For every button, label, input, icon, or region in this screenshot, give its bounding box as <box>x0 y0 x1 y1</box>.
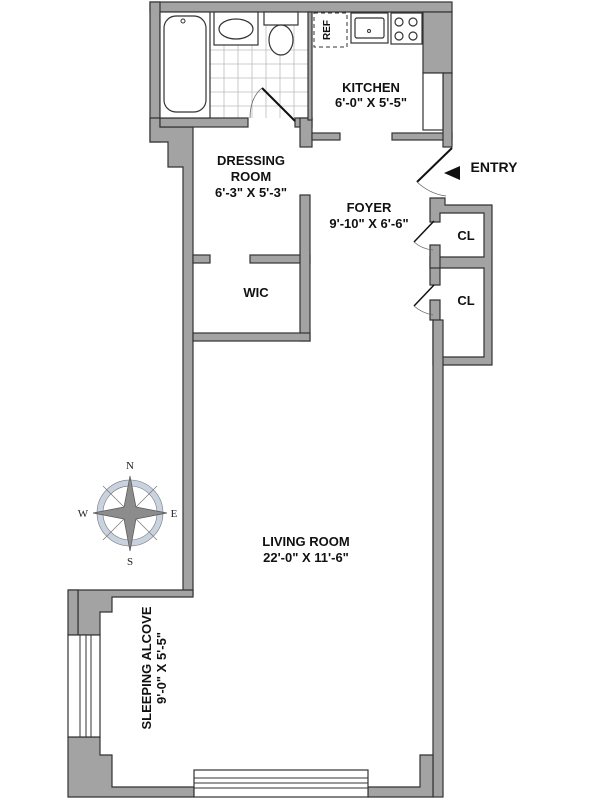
compass-n-label: N <box>126 460 134 472</box>
dressing-room-label-2: ROOM <box>231 169 271 184</box>
foyer-label: FOYER <box>347 200 392 215</box>
entry-label: ENTRY <box>471 159 519 175</box>
window-bottom <box>193 769 369 798</box>
refrigerator: REF <box>313 12 348 48</box>
compass-w-label: W <box>78 508 89 520</box>
compass-s-label: S <box>127 556 133 568</box>
compass-rose-icon: N E S W <box>78 460 178 568</box>
kitchen-label: KITCHEN <box>342 80 400 95</box>
kitchen-dims: 6'-0" X 5'-5" <box>335 95 407 110</box>
living-room-label: LIVING ROOM <box>262 534 349 549</box>
dressing-room-label: DRESSING <box>217 153 285 168</box>
closet-door-1[interactable] <box>413 220 435 251</box>
ref-label: REF <box>322 20 333 40</box>
sleeping-alcove-label: SLEEPING ALCOVE <box>139 606 154 729</box>
closet-1-label: CL <box>457 228 474 243</box>
wic-label: WIC <box>243 285 269 300</box>
walls <box>67 1 493 798</box>
bathtub <box>159 11 211 119</box>
stove <box>390 12 423 45</box>
bathroom-door[interactable] <box>249 87 296 122</box>
foyer-dims: 9'-10" X 6'-6" <box>329 216 408 231</box>
window-left <box>67 634 101 738</box>
entry-door[interactable] <box>416 147 453 197</box>
dressing-room-dims: 6'-3" X 5'-3" <box>215 185 287 200</box>
bathroom-sink <box>213 11 259 46</box>
kitchen-sink <box>350 12 389 44</box>
kitchen-cabinet <box>422 72 444 131</box>
compass-e-label: E <box>171 508 178 520</box>
living-room-dims: 22'-0" X 11'-6" <box>263 550 349 565</box>
closet-door-2[interactable] <box>413 284 435 316</box>
sleeping-alcove-dims: 9'-0" X 5'-5" <box>154 632 169 704</box>
entry-arrow-icon <box>444 166 460 180</box>
toilet <box>263 11 299 56</box>
closet-2-label: CL <box>457 293 474 308</box>
